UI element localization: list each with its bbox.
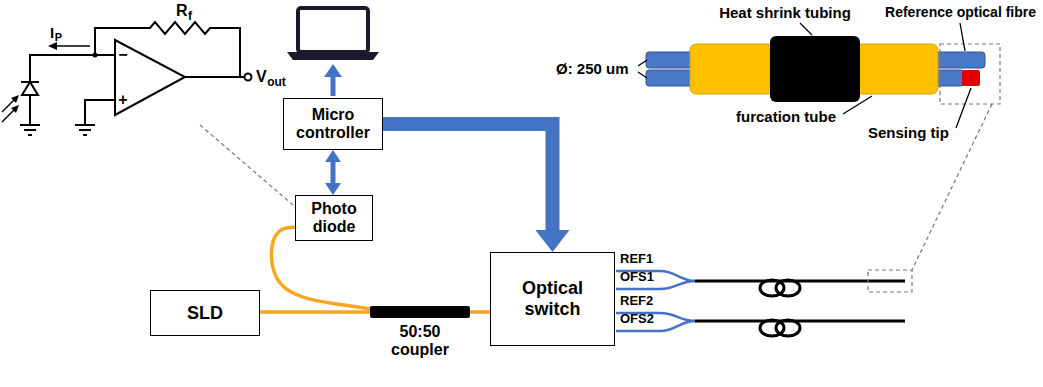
switch-box: Optical switch: [490, 252, 615, 346]
optical-fibre: [646, 52, 696, 68]
node-text: 50:50 coupler: [370, 323, 470, 360]
output-terminal: [245, 74, 252, 81]
part-label: furcation tube: [736, 108, 836, 125]
leader-line: [638, 60, 647, 66]
opamp-symbol: [115, 40, 185, 115]
photodiode-symbol: [22, 82, 38, 95]
optical-fibre: [646, 70, 696, 86]
ground-symbol: [28, 134, 32, 136]
controller-box: Micro controller: [283, 98, 383, 150]
data-arrow-head: [324, 64, 342, 77]
sensing-tip: [962, 70, 980, 86]
leader-line: [960, 23, 965, 51]
dimension-label: Ø: 250 um: [556, 60, 629, 77]
current-subscript: P: [55, 31, 62, 44]
leader-line: [956, 88, 971, 128]
current-label: I: [50, 24, 54, 41]
source-box: SLD: [150, 290, 260, 336]
output-subscript: out: [267, 76, 286, 90]
fibre-cables: [695, 280, 905, 336]
resistor-symbol: [140, 22, 220, 34]
opamp-input-sign: −: [118, 46, 127, 64]
coupler-bar: [370, 306, 470, 318]
optical-fibre: [260, 310, 370, 314]
detector-box: Photo diode: [295, 195, 373, 241]
leader-line: [800, 23, 812, 35]
wire: [220, 28, 240, 77]
current-arrow-head: [48, 42, 57, 50]
wire: [30, 55, 115, 82]
fibre-pigtails: [616, 271, 695, 331]
ground-symbol: [79, 129, 91, 131]
ground-symbol: [24, 129, 36, 131]
leader-lines: [638, 23, 971, 128]
photodiode-symbol: [21, 81, 39, 83]
furcation-tube: [856, 44, 938, 94]
data-arrow: [331, 76, 336, 96]
part-label: Sensing tip: [868, 124, 949, 141]
leader-line: [638, 72, 647, 78]
port-label: REF2: [620, 294, 653, 309]
fibre-coil: [776, 320, 800, 336]
laptop-base: [287, 52, 379, 60]
light-arrow: [2, 109, 15, 122]
control-arrow: [383, 124, 553, 230]
optical-fibre: [470, 310, 490, 314]
resistor-label: R: [176, 2, 188, 20]
node-text: Photo diode: [300, 200, 368, 237]
node-text: SLD: [187, 303, 223, 324]
fibre-cable: [695, 280, 905, 283]
port-label: OFS1: [620, 270, 654, 285]
wire: [29, 95, 31, 125]
part-label: Reference optical fibre: [885, 4, 1036, 20]
port-label: OFS2: [620, 312, 654, 327]
ground-symbol: [75, 124, 95, 126]
wire: [85, 100, 115, 125]
light-arrow-head: [11, 95, 19, 103]
furcation-tube: [690, 44, 774, 94]
coupler-node: 50:50 coupler: [370, 306, 470, 360]
resistor-subscript: f: [188, 10, 192, 24]
zoom-outline: [940, 44, 1000, 104]
part-label: Heat shrink tubing: [719, 4, 851, 21]
wire: [185, 76, 244, 78]
node-text: Micro controller: [288, 106, 378, 143]
bus-arrow: [331, 162, 336, 183]
opamp-input-sign: +: [118, 91, 127, 109]
zoom-box: [868, 270, 912, 292]
fibre-coil: [776, 280, 800, 296]
leader-line: [843, 96, 872, 114]
circuit: [2, 22, 252, 135]
zoom-leader: [200, 125, 293, 205]
current-arrow: [56, 45, 90, 47]
output-label: V: [256, 68, 267, 86]
node-text: Optical switch: [495, 278, 610, 319]
ground-symbol: [20, 124, 40, 126]
light-arrow-head: [11, 105, 19, 113]
ground-symbol: [83, 134, 87, 136]
junction-dot: [93, 53, 98, 58]
port-label: REF1: [620, 252, 653, 267]
heat-shrink: [770, 36, 860, 102]
laptop-screen: [298, 8, 368, 52]
fibre-cable: [695, 320, 905, 323]
